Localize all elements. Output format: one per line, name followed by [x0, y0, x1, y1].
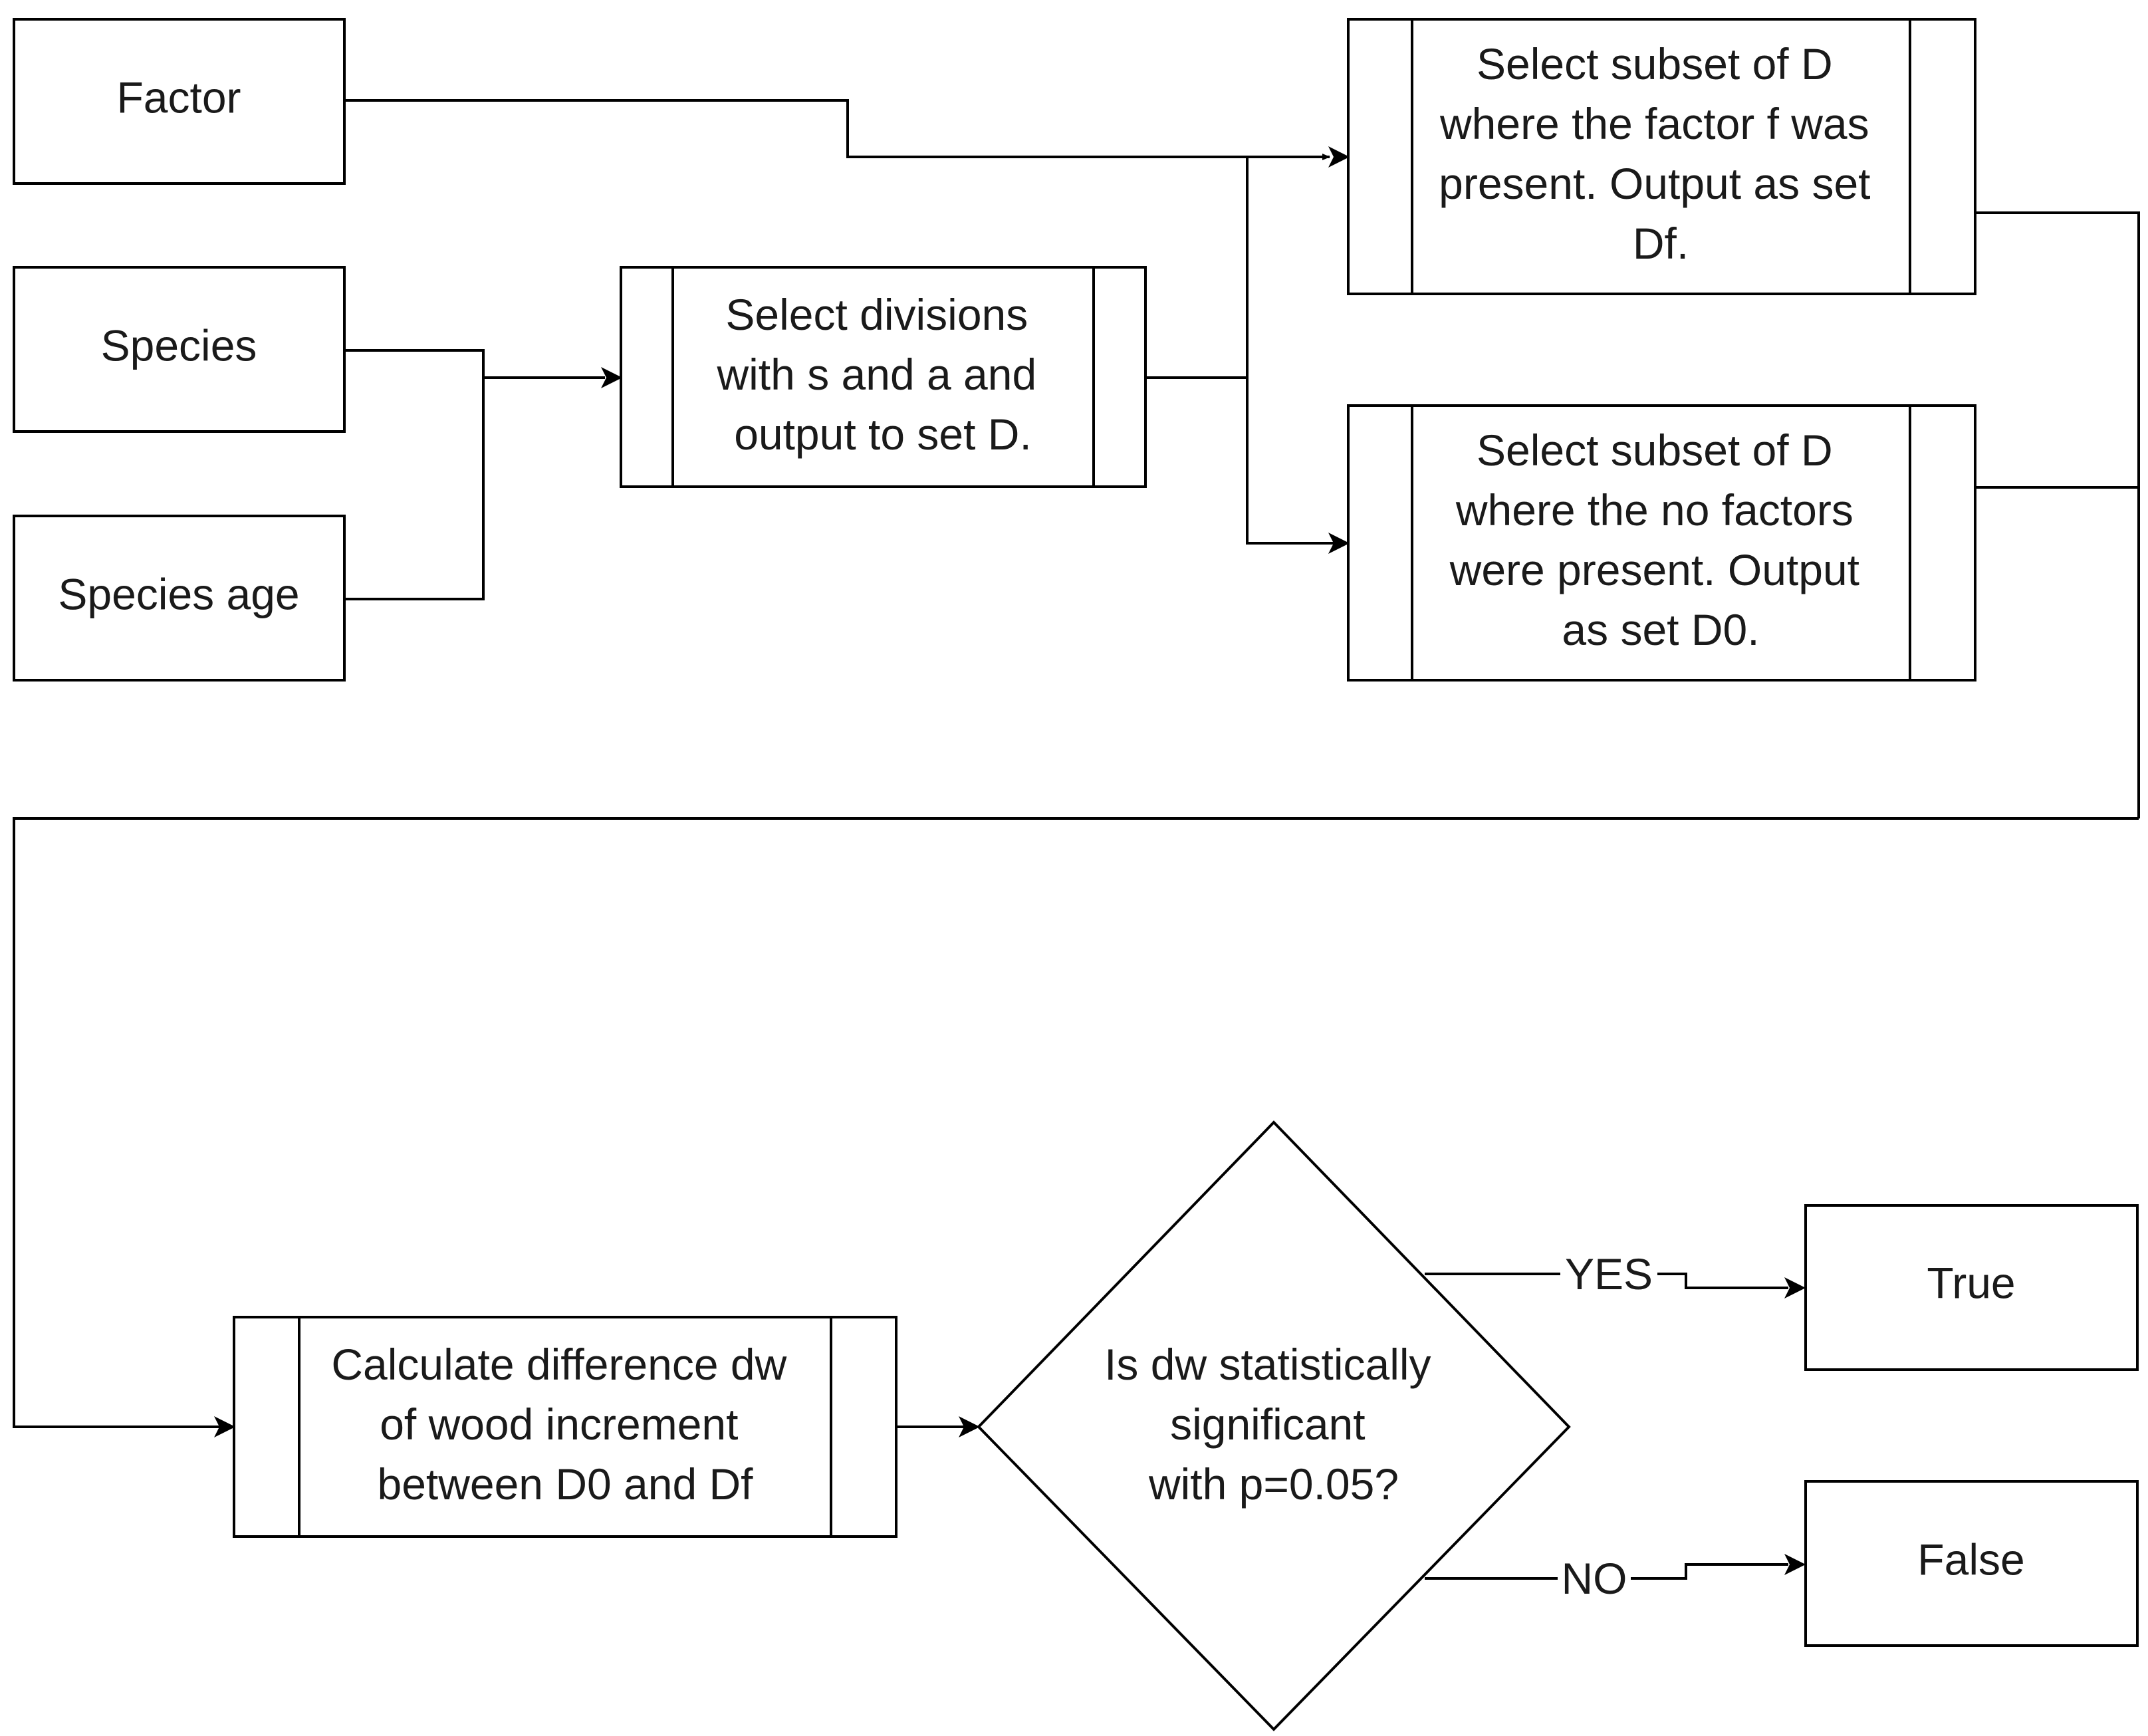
node-subset-no-factor-line: as set D0.	[1562, 605, 1759, 654]
arrow-to-subset-no-factor	[1328, 533, 1350, 554]
node-calculate-difference: Calculate difference dw of wood incremen…	[233, 1316, 897, 1538]
arrow-to-subset-factor	[1328, 146, 1350, 168]
node-select-divisions-line: Select divisions	[725, 290, 1028, 339]
node-subset-no-factor: Select subset of D where the no factors …	[1347, 404, 1976, 682]
node-calculate-difference-line: between D0 and Df	[377, 1459, 753, 1509]
edge-yes-2	[1657, 1273, 1788, 1289]
node-false-label: False	[1917, 1535, 2024, 1584]
node-decision-line: Is dw statistically	[1104, 1340, 1431, 1389]
node-subset-factor-label: Select subset of D where the factor f wa…	[1439, 39, 1883, 268]
node-subset-factor-line: where the factor f was	[1439, 99, 1869, 148]
node-species: Species	[13, 266, 346, 433]
node-false: False	[1804, 1480, 2139, 1647]
node-subset-factor-line: Df.	[1633, 219, 1689, 268]
node-select-divisions-line: output to set D.	[734, 410, 1032, 459]
arrow-to-true	[1784, 1277, 1806, 1299]
node-decision-label: Is dw statistically significant with p=0…	[1104, 1340, 1443, 1509]
no-label: NO	[1562, 1554, 1627, 1603]
edge-no-2	[1631, 1563, 1788, 1580]
node-subset-factor-line: present. Output as set	[1439, 159, 1870, 208]
edge-species-age-to-merge	[344, 378, 485, 600]
node-true-label: True	[1927, 1258, 2015, 1307]
yes-label: YES	[1565, 1249, 1653, 1299]
node-subset-no-factor-label: Select subset of D where the no factors …	[1449, 426, 1872, 654]
node-subset-no-factor-line: where the no factors	[1455, 485, 1853, 535]
node-factor-label: Factor	[116, 72, 241, 122]
node-subset-factor-line: Select subset of D	[1477, 39, 1833, 88]
node-factor: Factor	[13, 18, 346, 185]
node-calculate-difference-label: Calculate difference dw of wood incremen…	[331, 1340, 798, 1509]
edge-factor-to-subset-factor	[344, 99, 1330, 160]
node-select-divisions-label: Select divisions with s and a and output…	[716, 290, 1048, 459]
node-true: True	[1804, 1204, 2139, 1371]
node-subset-no-factor-line: were present. Output	[1449, 545, 1859, 594]
node-select-divisions: Select divisions with s and a and output…	[620, 266, 1147, 488]
arrow-to-calculate	[214, 1416, 235, 1437]
node-species-label: Species	[101, 320, 257, 370]
edge-species-to-merge	[344, 349, 485, 378]
arrow-to-decision	[959, 1416, 980, 1437]
node-subset-no-factor-line: Select subset of D	[1477, 426, 1833, 475]
node-decision: Is dw statistically significant with p=0…	[977, 1120, 1571, 1731]
node-calculate-difference-line: of wood increment	[380, 1400, 738, 1449]
node-decision-line: with p=0.05?	[1148, 1459, 1399, 1509]
node-subset-factor: Select subset of D where the factor f wa…	[1347, 18, 1976, 295]
arrow-to-false	[1784, 1554, 1806, 1575]
node-decision-line: significant	[1170, 1400, 1366, 1449]
arrow-to-select-divisions	[601, 367, 622, 388]
edge-subset-factor-to-bus	[1975, 211, 2140, 818]
node-species-age-label: Species age	[58, 569, 299, 618]
edge-bus-to-calculate	[13, 817, 2139, 1428]
node-select-divisions-line: with s and a and	[716, 350, 1036, 399]
edge-split-to-subset-no-factor	[1246, 378, 1334, 545]
node-species-age: Species age	[13, 515, 346, 682]
node-calculate-difference-line: Calculate difference dw	[331, 1340, 786, 1389]
